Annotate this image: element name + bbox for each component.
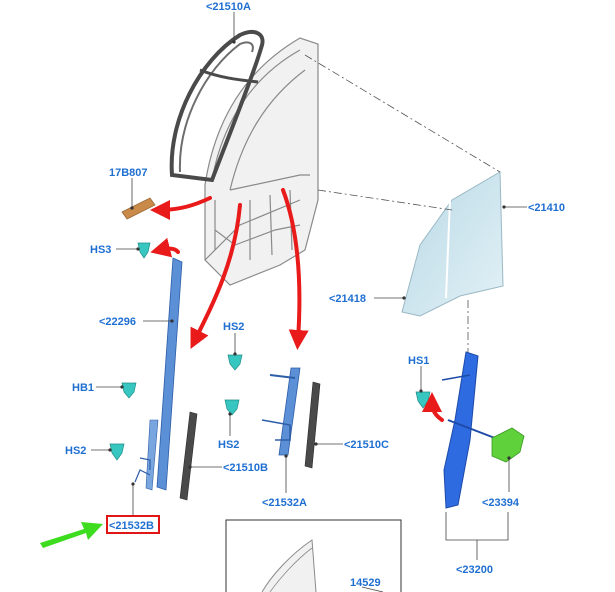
weatherstrip-17b807[interactable]: [121, 197, 156, 220]
belt-seal-21510b[interactable]: [179, 411, 198, 501]
label-hs2-mid[interactable]: HS2: [223, 321, 244, 333]
label-21510a[interactable]: <21510A: [206, 1, 251, 13]
run-channel-22296[interactable]: [134, 257, 183, 491]
label-hb1[interactable]: HB1: [72, 382, 94, 394]
label-21410[interactable]: <21410: [528, 202, 565, 214]
label-21510b[interactable]: <21510B: [223, 462, 268, 474]
inset-box: [225, 519, 402, 592]
clip-hs2-mid[interactable]: [227, 354, 243, 371]
label-23394[interactable]: <23394: [482, 497, 520, 509]
regulator-23200[interactable]: [441, 351, 501, 509]
green-pointer-arrow: [40, 522, 103, 548]
motor-23394[interactable]: [491, 427, 525, 463]
label-17b807[interactable]: 17B807: [109, 167, 148, 179]
leader-lines: [91, 12, 527, 560]
door-seal-21510a[interactable]: [169, 30, 265, 183]
callout-labels: <21510A 17B807 HS3 <22296 HS2 HB1 HS2 HS…: [65, 1, 565, 589]
label-22296[interactable]: <22296: [99, 316, 136, 328]
label-hs2-left[interactable]: HS2: [65, 445, 86, 457]
clip-hs2-low[interactable]: [224, 399, 240, 416]
belt-seal-21510c[interactable]: [304, 381, 321, 469]
door-frame: [204, 37, 319, 286]
label-hs1[interactable]: HS1: [408, 355, 429, 367]
door-glass-21418[interactable]: [401, 171, 504, 317]
label-hs3[interactable]: HS3: [90, 244, 111, 256]
clip-hb1[interactable]: [121, 382, 137, 399]
label-21532b[interactable]: <21532B: [109, 520, 154, 532]
clip-hs3[interactable]: [137, 242, 151, 259]
label-23200[interactable]: <23200: [456, 564, 493, 576]
bracket-21532a[interactable]: [261, 367, 301, 456]
guide-lines: [304, 54, 501, 355]
label-hs2-low[interactable]: HS2: [218, 439, 239, 451]
clip-hs2-left[interactable]: [109, 443, 125, 461]
highlight-box: [106, 515, 160, 534]
label-21532a[interactable]: <21532A: [262, 497, 307, 509]
clip-hs1[interactable]: [415, 391, 431, 409]
flow-arrows: [150, 188, 444, 422]
label-14529[interactable]: 14529: [350, 577, 381, 589]
label-21418[interactable]: <21418: [329, 293, 366, 305]
label-21510c[interactable]: <21510C: [344, 439, 389, 451]
